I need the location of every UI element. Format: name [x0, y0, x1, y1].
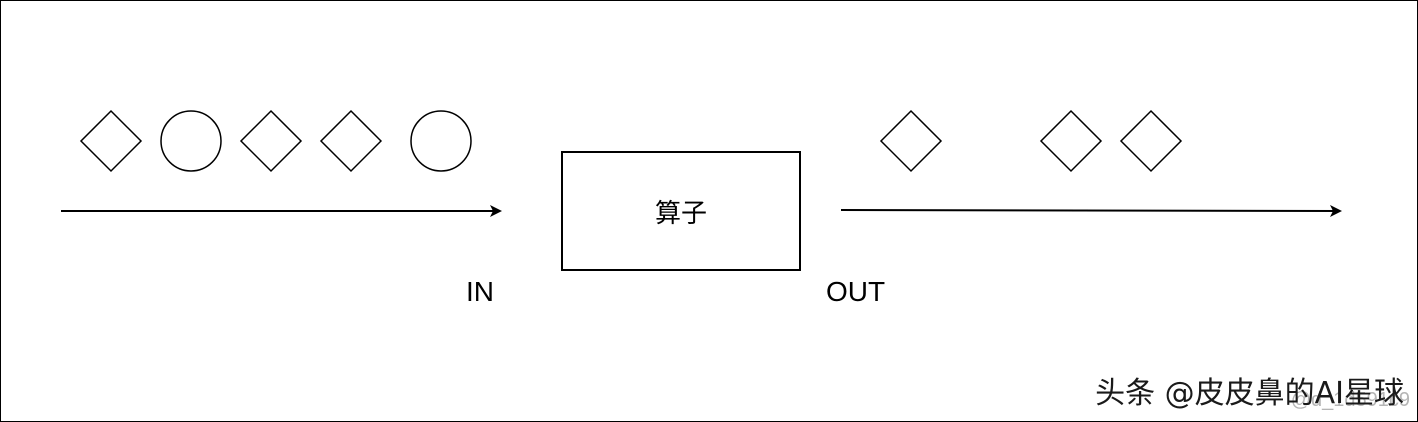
input-diamond-shape	[79, 109, 143, 173]
watermark-overlay-text: @d_1d591c9	[1290, 389, 1410, 411]
output-diamond-shape	[1119, 109, 1183, 173]
output-diamond-shape	[879, 109, 943, 173]
watermark: 头条 @皮皮鼻的AI星球	[1095, 368, 1404, 412]
operator-box: 算子	[561, 151, 801, 271]
input-circle-shape	[160, 110, 222, 172]
output-arrow	[840, 204, 1342, 217]
out-port-label: OUT	[826, 276, 886, 307]
in-port-label: IN	[466, 276, 494, 307]
input-circle-shape	[410, 110, 472, 172]
output-diamond-shape	[1039, 109, 1103, 173]
operator-label: 算子	[654, 198, 707, 229]
input-diamond-shape	[239, 109, 303, 173]
watermark-text: 头条 @皮皮鼻的AI星球	[1095, 376, 1404, 411]
input-diamond-shape	[319, 109, 383, 173]
input-stream-shapes	[79, 109, 472, 173]
output-stream-shapes	[879, 109, 1183, 173]
